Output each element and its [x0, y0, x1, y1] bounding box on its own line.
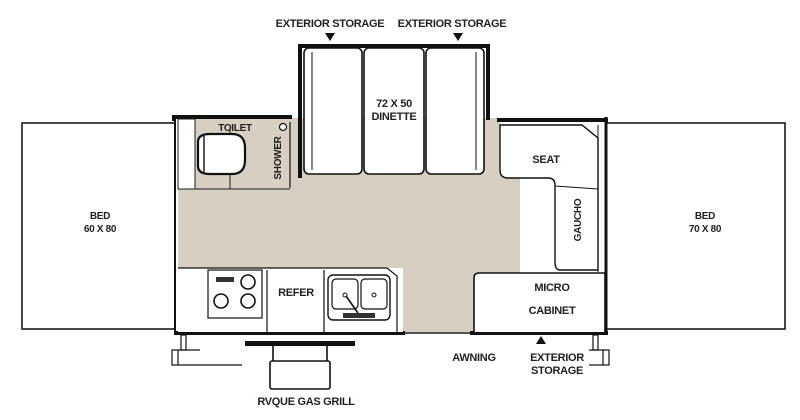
bed-right-size: 70 X 80 — [689, 224, 722, 235]
dinette-size: 72 X 50 — [376, 98, 412, 110]
bed-left-size: 60 X 80 — [84, 224, 117, 235]
entry-steps-left — [171, 334, 242, 366]
arrow-down-icon — [453, 33, 463, 41]
arrow-up-icon — [536, 336, 546, 344]
shower-drain-icon — [278, 122, 288, 132]
bed-right-label: BED — [695, 211, 715, 222]
bed-right: BED 70 X 80 — [605, 122, 786, 330]
gas-grill: RVQUE GAS GRILL — [245, 341, 356, 408]
toilet-icon — [196, 132, 247, 176]
dinette: 72 X 50 DINETTE — [303, 47, 485, 175]
seat-gaucho: SEAT GAUCHO — [499, 124, 599, 272]
dinette-label: DINETTE — [372, 111, 417, 123]
gaucho-label: GAUCHO — [573, 198, 584, 241]
entry-steps-right — [589, 334, 610, 366]
micro-cabinet: MICRO CABINET — [473, 272, 606, 332]
refer-label: REFER — [278, 287, 314, 299]
awning-label: AWNING — [452, 352, 495, 364]
shower-label: SHOWER — [273, 135, 284, 179]
toilet-label: TOILET — [218, 123, 252, 134]
exterior-storage-left-label: EXTERIOR STORAGE — [276, 18, 385, 30]
bed-left-label: BED — [90, 211, 110, 222]
kitchen-counter: REFER — [178, 267, 403, 332]
seat-label: SEAT — [532, 154, 560, 166]
bed-left: BED 60 X 80 — [21, 122, 176, 330]
grill-label: RVQUE GAS GRILL — [257, 396, 355, 408]
grill-icon — [269, 360, 331, 390]
exterior-storage-top: EXTERIOR STORAGE EXTERIOR STORAGE — [276, 18, 507, 41]
micro-label: MICRO — [534, 282, 570, 294]
exterior-storage-bottom-line1: EXTERIOR — [530, 352, 584, 364]
exterior-storage-bottom-line2: STORAGE — [531, 365, 583, 377]
cabinet-label: CABINET — [529, 305, 576, 317]
arrow-down-icon — [325, 33, 335, 41]
exterior-walls — [172, 44, 608, 335]
exterior-storage-right-label: EXTERIOR STORAGE — [398, 18, 507, 30]
bathroom: TOILET SHOWER — [177, 118, 291, 190]
bottom-callouts: AWNING EXTERIOR STORAGE — [452, 336, 585, 377]
